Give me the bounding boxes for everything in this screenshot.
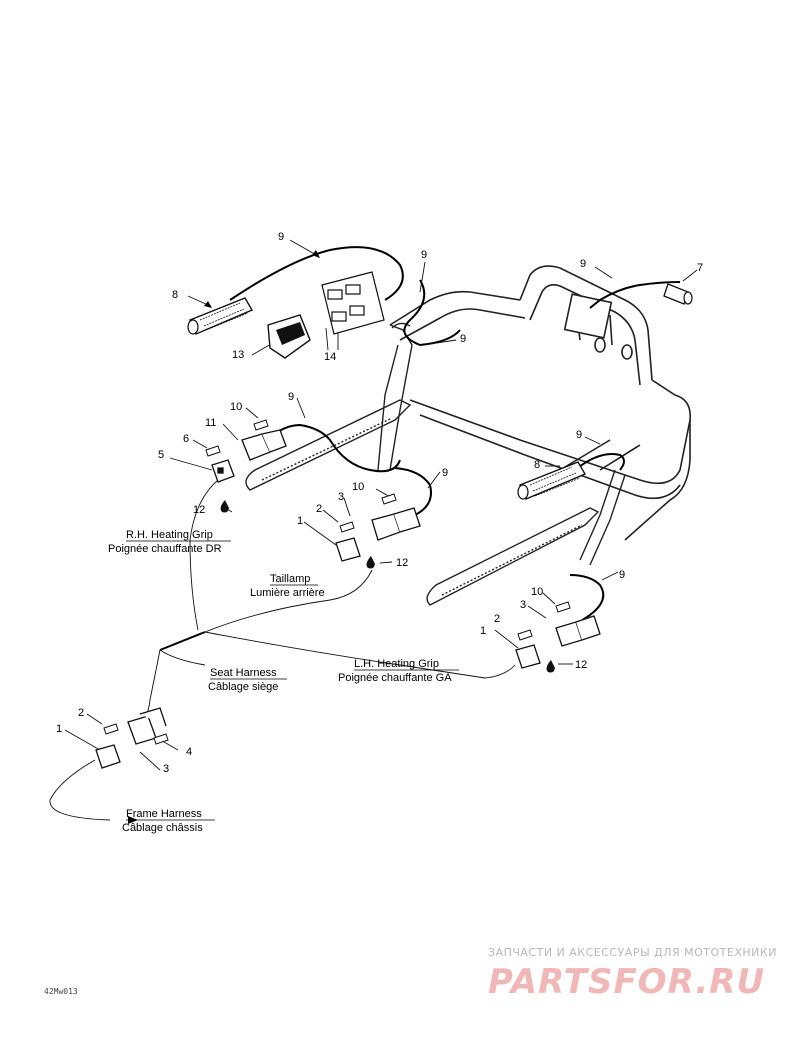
callout-9: 9 — [580, 258, 586, 270]
harness-labels: R.H. Heating Grip Poignée chauffante DR … — [108, 529, 459, 834]
rh-heating-grip-label-fr: Poignée chauffante DR — [108, 543, 222, 555]
callout-2: 2 — [78, 707, 84, 719]
callout-13: 13 — [232, 349, 244, 361]
lh-heating-grip-label-fr: Poignée chauffante GA — [338, 672, 452, 684]
callout-9: 9 — [442, 467, 448, 479]
terminal-block-14 — [321, 271, 385, 335]
callout-9: 9 — [278, 231, 284, 243]
callout-5: 5 — [158, 449, 164, 461]
left-side-rail — [426, 469, 626, 606]
callout-14: 14 — [324, 351, 336, 363]
callout-9: 9 — [576, 429, 582, 441]
callout-10: 10 — [531, 586, 543, 598]
callout-3: 3 — [338, 491, 344, 503]
wires — [159, 246, 681, 651]
terminals — [103, 419, 571, 745]
switch-13 — [267, 314, 311, 359]
connector-11 — [241, 429, 287, 461]
callout-8: 8 — [172, 289, 178, 301]
callout-9: 9 — [288, 391, 294, 403]
taillamp-label: Taillamp — [270, 573, 310, 585]
frame-harness-label: Frame Harness — [126, 808, 202, 820]
drawing-code: 42Mw013 — [44, 987, 78, 996]
callout-2: 2 — [316, 503, 322, 515]
taillamp-label-fr: Lumière arrière — [250, 587, 325, 599]
watermark-tagline: ЗАПЧАСТИ И АКСЕССУАРЫ ДЛЯ МОТОТЕХНИКИ — [488, 946, 777, 959]
connector-1-upper — [335, 537, 361, 562]
rear-rack-frame — [389, 265, 692, 541]
lh-heating-grip-label: L.H. Heating Grip — [354, 658, 439, 670]
callout-1: 1 — [297, 515, 303, 527]
right-side-rail — [245, 322, 413, 491]
callout-3: 3 — [520, 599, 526, 611]
callout-1: 1 — [56, 723, 62, 735]
callout-10: 10 — [230, 401, 242, 413]
callout-2: 2 — [494, 613, 500, 625]
connector-3-lower — [555, 615, 601, 647]
callout-9: 9 — [421, 249, 427, 261]
seat-harness-label-fr: Câblage siège — [208, 681, 278, 693]
callout-12: 12 — [193, 504, 205, 516]
sealant-drops — [220, 500, 555, 673]
callout-numbers: 9 8 9 9 14 13 9 7 9 10 11 6 5 12 9 10 3 … — [56, 231, 703, 775]
callout-1: 1 — [480, 625, 486, 637]
callout-10: 10 — [352, 481, 364, 493]
callout-4: 4 — [186, 746, 192, 758]
connector-1-lower — [515, 644, 541, 669]
callout-7: 7 — [697, 262, 703, 274]
watermark-logo: PARTSFOR.RU — [488, 962, 765, 1002]
watermark: ЗАПЧАСТИ И АКСЕССУАРЫ ДЛЯ МОТОТЕХНИКИ PA… — [488, 946, 777, 1002]
heating-grip-upper — [187, 297, 254, 335]
callout-9: 9 — [460, 333, 466, 345]
callout-6: 6 — [183, 433, 189, 445]
callout-8: 8 — [534, 459, 540, 471]
callout-9: 9 — [619, 569, 625, 581]
frame-harness-label-fr: Câblage châssis — [122, 822, 203, 834]
callout-12: 12 — [396, 557, 408, 569]
connector-5 — [211, 459, 235, 483]
connector-3-upper — [371, 507, 421, 541]
connector-7 — [663, 283, 693, 305]
callout-11: 11 — [205, 417, 216, 429]
connector-3-frame — [127, 707, 167, 745]
callout-3: 3 — [163, 763, 169, 775]
callout-12: 12 — [575, 659, 587, 671]
rh-heating-grip-label: R.H. Heating Grip — [126, 529, 213, 541]
seat-harness-label: Seat Harness — [210, 667, 277, 679]
heating-grip-lower — [517, 461, 587, 500]
connector-1-frame — [95, 744, 121, 769]
